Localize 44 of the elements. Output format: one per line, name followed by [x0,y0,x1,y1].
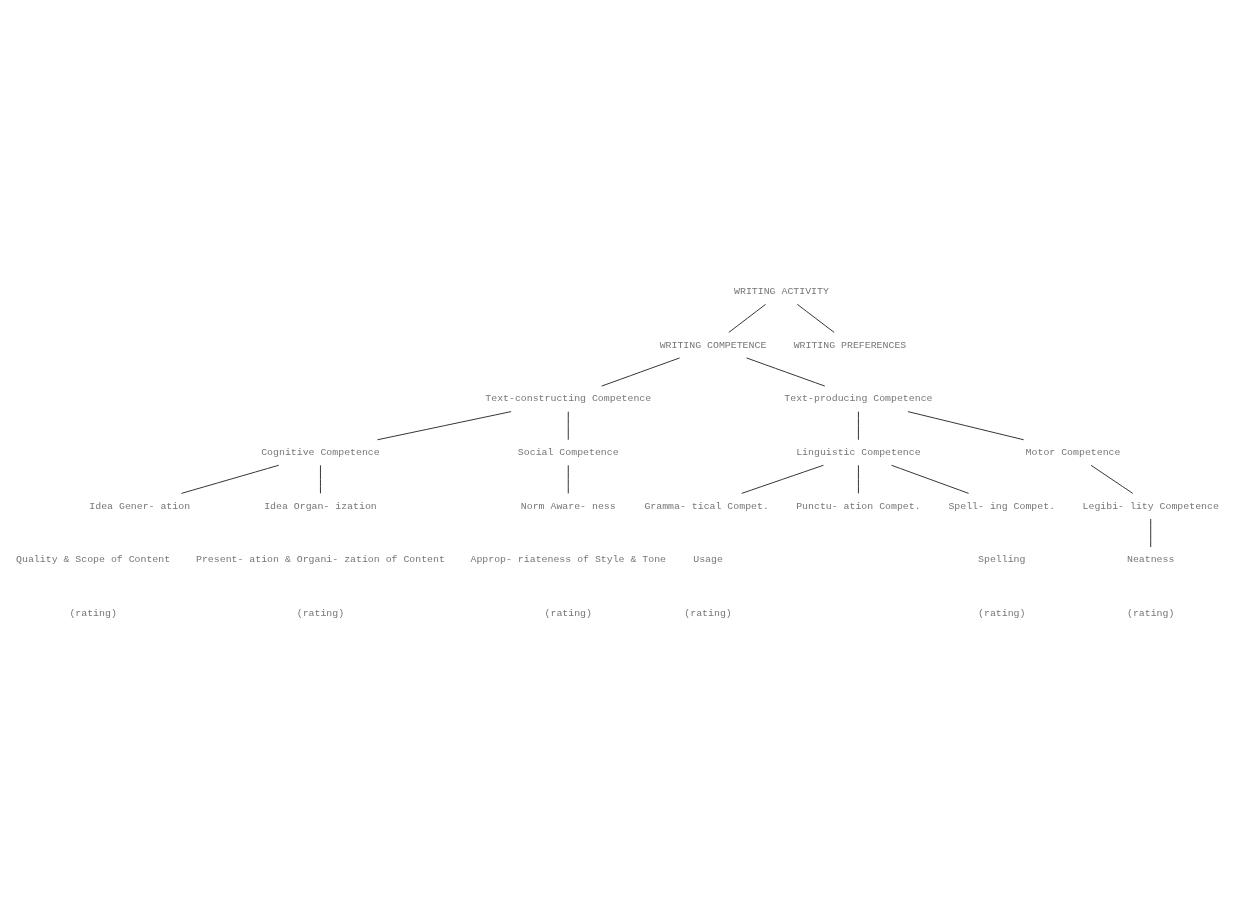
node-text: WRITING ACTIVITY [734,285,829,297]
connector [746,356,826,387]
label: Usage [693,553,723,565]
node-text: Norm Aware- ness [520,500,616,512]
label: Present- ation & Organi- zation of Content [196,553,445,565]
connector [377,410,512,440]
connector [1090,464,1134,494]
connector [857,464,859,494]
node-text: Text-producing Competence [784,392,933,404]
node-text: WRITING COMPETENCE [659,339,767,351]
label: (rating) [978,607,1026,619]
connector [891,464,970,494]
node-text: Spell- ing Compet. [948,500,1056,512]
node-text: Legibi- lity Competence [1082,500,1219,512]
connector [857,410,859,440]
connector [319,464,321,494]
node-text: Text-constructing Competence [485,392,652,404]
node-text: Neatness [1127,553,1175,565]
node-text: Motor Competence [1025,446,1121,458]
label: Quality & Scope of Content [16,553,171,565]
label: Approp- riateness of Style & Tone [470,553,667,565]
connector [567,464,569,494]
node-text: Social Competence [517,446,619,458]
label: (rating) [684,607,732,619]
label: (rating) [296,607,345,619]
node-text: Idea Gener- ation [89,500,191,512]
node-text: Punctu- ation Compet. [796,500,921,512]
label: (rating) [69,607,117,619]
connector [181,464,280,494]
node-text: Cognitive Competence [261,446,380,458]
label: (rating) [544,607,592,619]
connector [728,303,767,333]
connector [907,410,1025,440]
node-text: WRITING PREFERENCES [793,339,907,351]
connector [1150,518,1152,548]
connector [567,410,569,440]
connector [741,464,824,494]
label: (rating) [1127,607,1175,619]
connector [601,356,681,387]
node-text: Gramma- tical Compet. [644,500,769,512]
label: Spelling [978,553,1026,565]
node-text: Linguistic Competence [796,446,921,458]
connector [796,303,835,333]
node-text: Idea Organ- ization [264,500,377,512]
